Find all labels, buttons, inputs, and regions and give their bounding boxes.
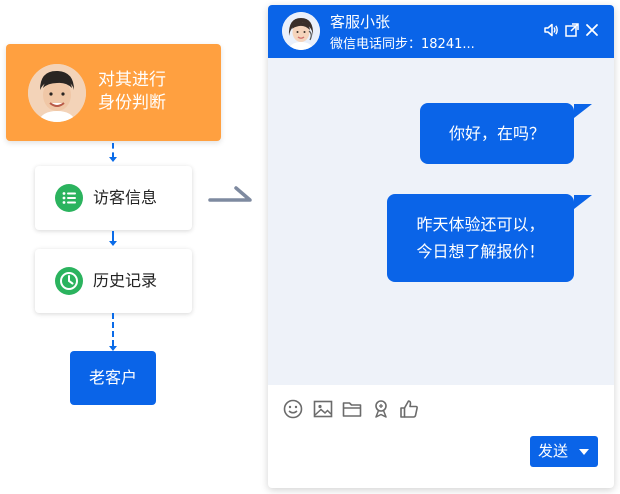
history-label: 历史记录 [93,271,158,290]
close-icon[interactable] [584,22,600,38]
message-bubble: 昨天体验还可以， 今日想了解报价！ [387,194,574,282]
returning-customer-button[interactable]: 老客户 [70,351,156,405]
flow-arrow [109,346,117,351]
flow-arrow [109,241,117,246]
history-card[interactable]: 历史记录 [35,249,192,313]
visitor-info-label: 访客信息 [93,188,158,207]
visitor-avatar [28,64,86,122]
agent-avatar [282,12,320,50]
visitor-info-card[interactable]: 访客信息 [35,166,192,230]
bubble-tail [574,104,592,118]
chat-window: 客服小张 微信电话同步：18241... 你好，在吗？ 昨天体验还可以， 今日想… [268,5,614,488]
image-icon[interactable] [312,398,334,420]
flow-connector [112,143,114,158]
arrow-right-icon [208,186,252,202]
speaker-icon[interactable] [543,22,559,38]
identity-card: 对其进行 身份判断 [6,44,221,141]
clock-icon [55,267,83,295]
flow-connector [112,313,114,346]
chat-header: 客服小张 微信电话同步：18241... [268,5,614,58]
flow-arrow [109,157,117,162]
message-bubble: 你好，在吗？ [420,103,574,164]
thumbs-up-icon[interactable] [398,398,420,420]
list-icon [55,184,83,212]
agent-subtitle: 微信电话同步：18241... [330,37,475,52]
send-label: 发送 [538,442,569,460]
agent-name: 客服小张 [330,13,391,31]
shake-icon[interactable] [370,398,392,420]
send-button[interactable]: 发送 [530,436,598,467]
identify-label: 对其进行 身份判断 [98,70,166,113]
bubble-tail [574,195,592,209]
emoji-icon[interactable] [282,398,304,420]
flow-connector [112,231,114,241]
popout-icon[interactable] [564,22,580,38]
chevron-down-icon[interactable] [579,449,589,455]
folder-icon[interactable] [341,398,363,420]
